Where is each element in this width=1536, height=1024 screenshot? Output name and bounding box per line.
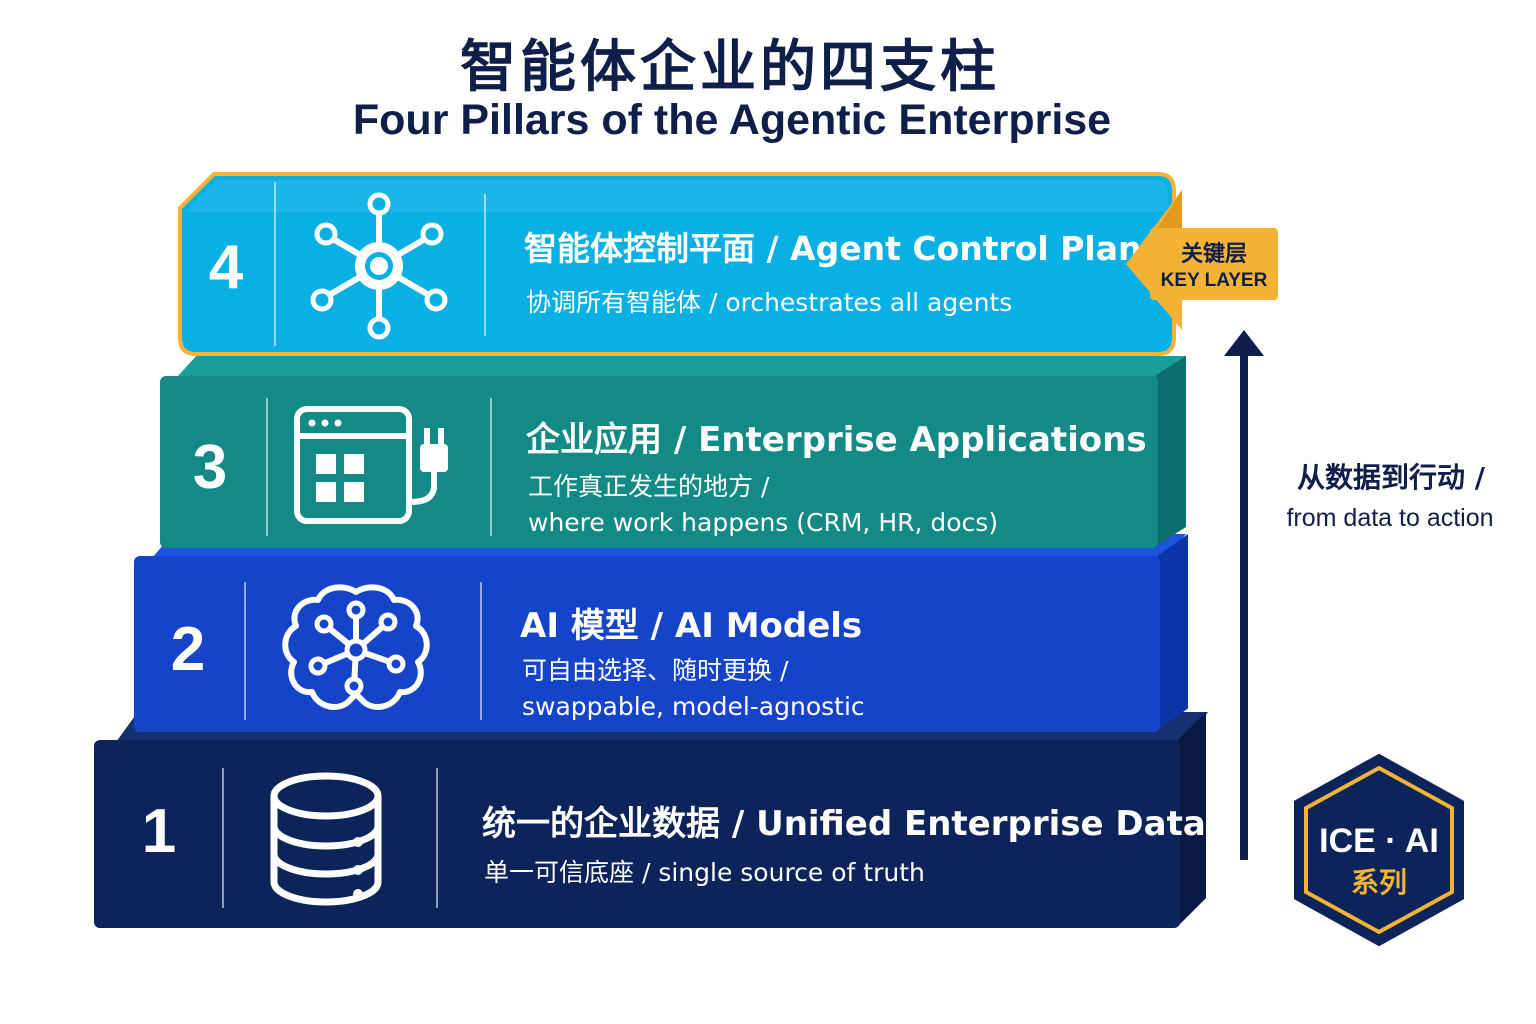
badge-line2: 系列: [1351, 866, 1407, 899]
pillar-3-subtitle-line1: 工作真正发生的地方 /: [528, 472, 770, 501]
key-layer-badge: 关键层 KEY LAYER: [1150, 228, 1278, 300]
pillar-2-front-face: [134, 556, 1160, 732]
flow-label-en: from data to action: [1286, 504, 1494, 532]
pillar-2-divider-left: [244, 582, 246, 720]
upward-flow-arrow-icon: [1224, 330, 1264, 860]
pillar-1-number: 1: [141, 797, 177, 866]
pillar-3-divider-right: [490, 398, 492, 536]
title-chinese: 智能体企业的四支柱: [460, 35, 1000, 100]
pillar-4-divider-left: [274, 182, 276, 346]
pillar-1-heading: 统一的企业数据 / Unified Enterprise Data: [482, 804, 1206, 844]
pillar-3-top-face: [176, 356, 1186, 378]
brain-network-icon: [282, 584, 430, 710]
pillar-1-side-face: [1178, 712, 1206, 926]
database-icon: [270, 772, 382, 906]
pillar-2-divider-right: [480, 582, 482, 720]
pillar-3-side-face: [1156, 356, 1186, 546]
pillar-3-block: 3 企业应用 / Enterprise Applications 工作真正发生的…: [160, 356, 1186, 548]
pillar-4-block: 4 智能体控制平面 / Agent Control Plane 协调所有智能体 …: [178, 172, 1178, 356]
pillar-1-block: 1 统一的企业数据 / Unified Enterprise Data 单一可信…: [94, 712, 1208, 928]
pillar-4-heading: 智能体控制平面 / Agent Control Plane: [524, 229, 1164, 268]
app-window-plug-icon: [294, 406, 448, 524]
pillar-1-divider-right: [436, 768, 438, 908]
pillar-4-subtitle: 协调所有智能体 / orchestrates all agents: [526, 288, 1013, 317]
pillar-1-divider-left: [222, 768, 224, 908]
pillar-1-subtitle: 单一可信底座 / single source of truth: [484, 858, 925, 887]
pillar-3-number: 3: [192, 433, 228, 502]
pillar-3-subtitle-line2: where work happens (CRM, HR, docs): [528, 508, 999, 537]
pillar-2-side-face: [1158, 534, 1188, 730]
title-english: Four Pillars of the Agentic Enterprise: [352, 96, 1112, 144]
pillar-4-number: 4: [208, 233, 244, 302]
pillar-3-divider-left: [266, 398, 268, 536]
ice-ai-series-badge: ICE · AI 系列: [1294, 753, 1464, 947]
pillar-2-number: 2: [170, 615, 206, 684]
key-layer-label-en: KEY LAYER: [1160, 270, 1268, 291]
pillar-4-divider-right: [484, 194, 486, 336]
badge-line1: ICE · AI: [1319, 822, 1439, 860]
key-layer-label-zh: 关键层: [1180, 242, 1247, 267]
pillar-3-heading: 企业应用 / Enterprise Applications: [526, 420, 1147, 460]
pillar-4-frame: [178, 172, 1176, 356]
pillar-2-block: 2 AI 模型 / AI Models 可自由选择、随时更换 / swappab…: [134, 534, 1188, 732]
hub-network-icon: [310, 192, 448, 340]
pillar-2-subtitle-line1: 可自由选择、随时更换 /: [522, 656, 789, 685]
pillar-2-subtitle-line2: swappable, model-agnostic: [522, 692, 865, 721]
flow-label-zh: 从数据到行动 /: [1297, 461, 1485, 494]
pillar-2-heading: AI 模型 / AI Models: [520, 606, 863, 646]
